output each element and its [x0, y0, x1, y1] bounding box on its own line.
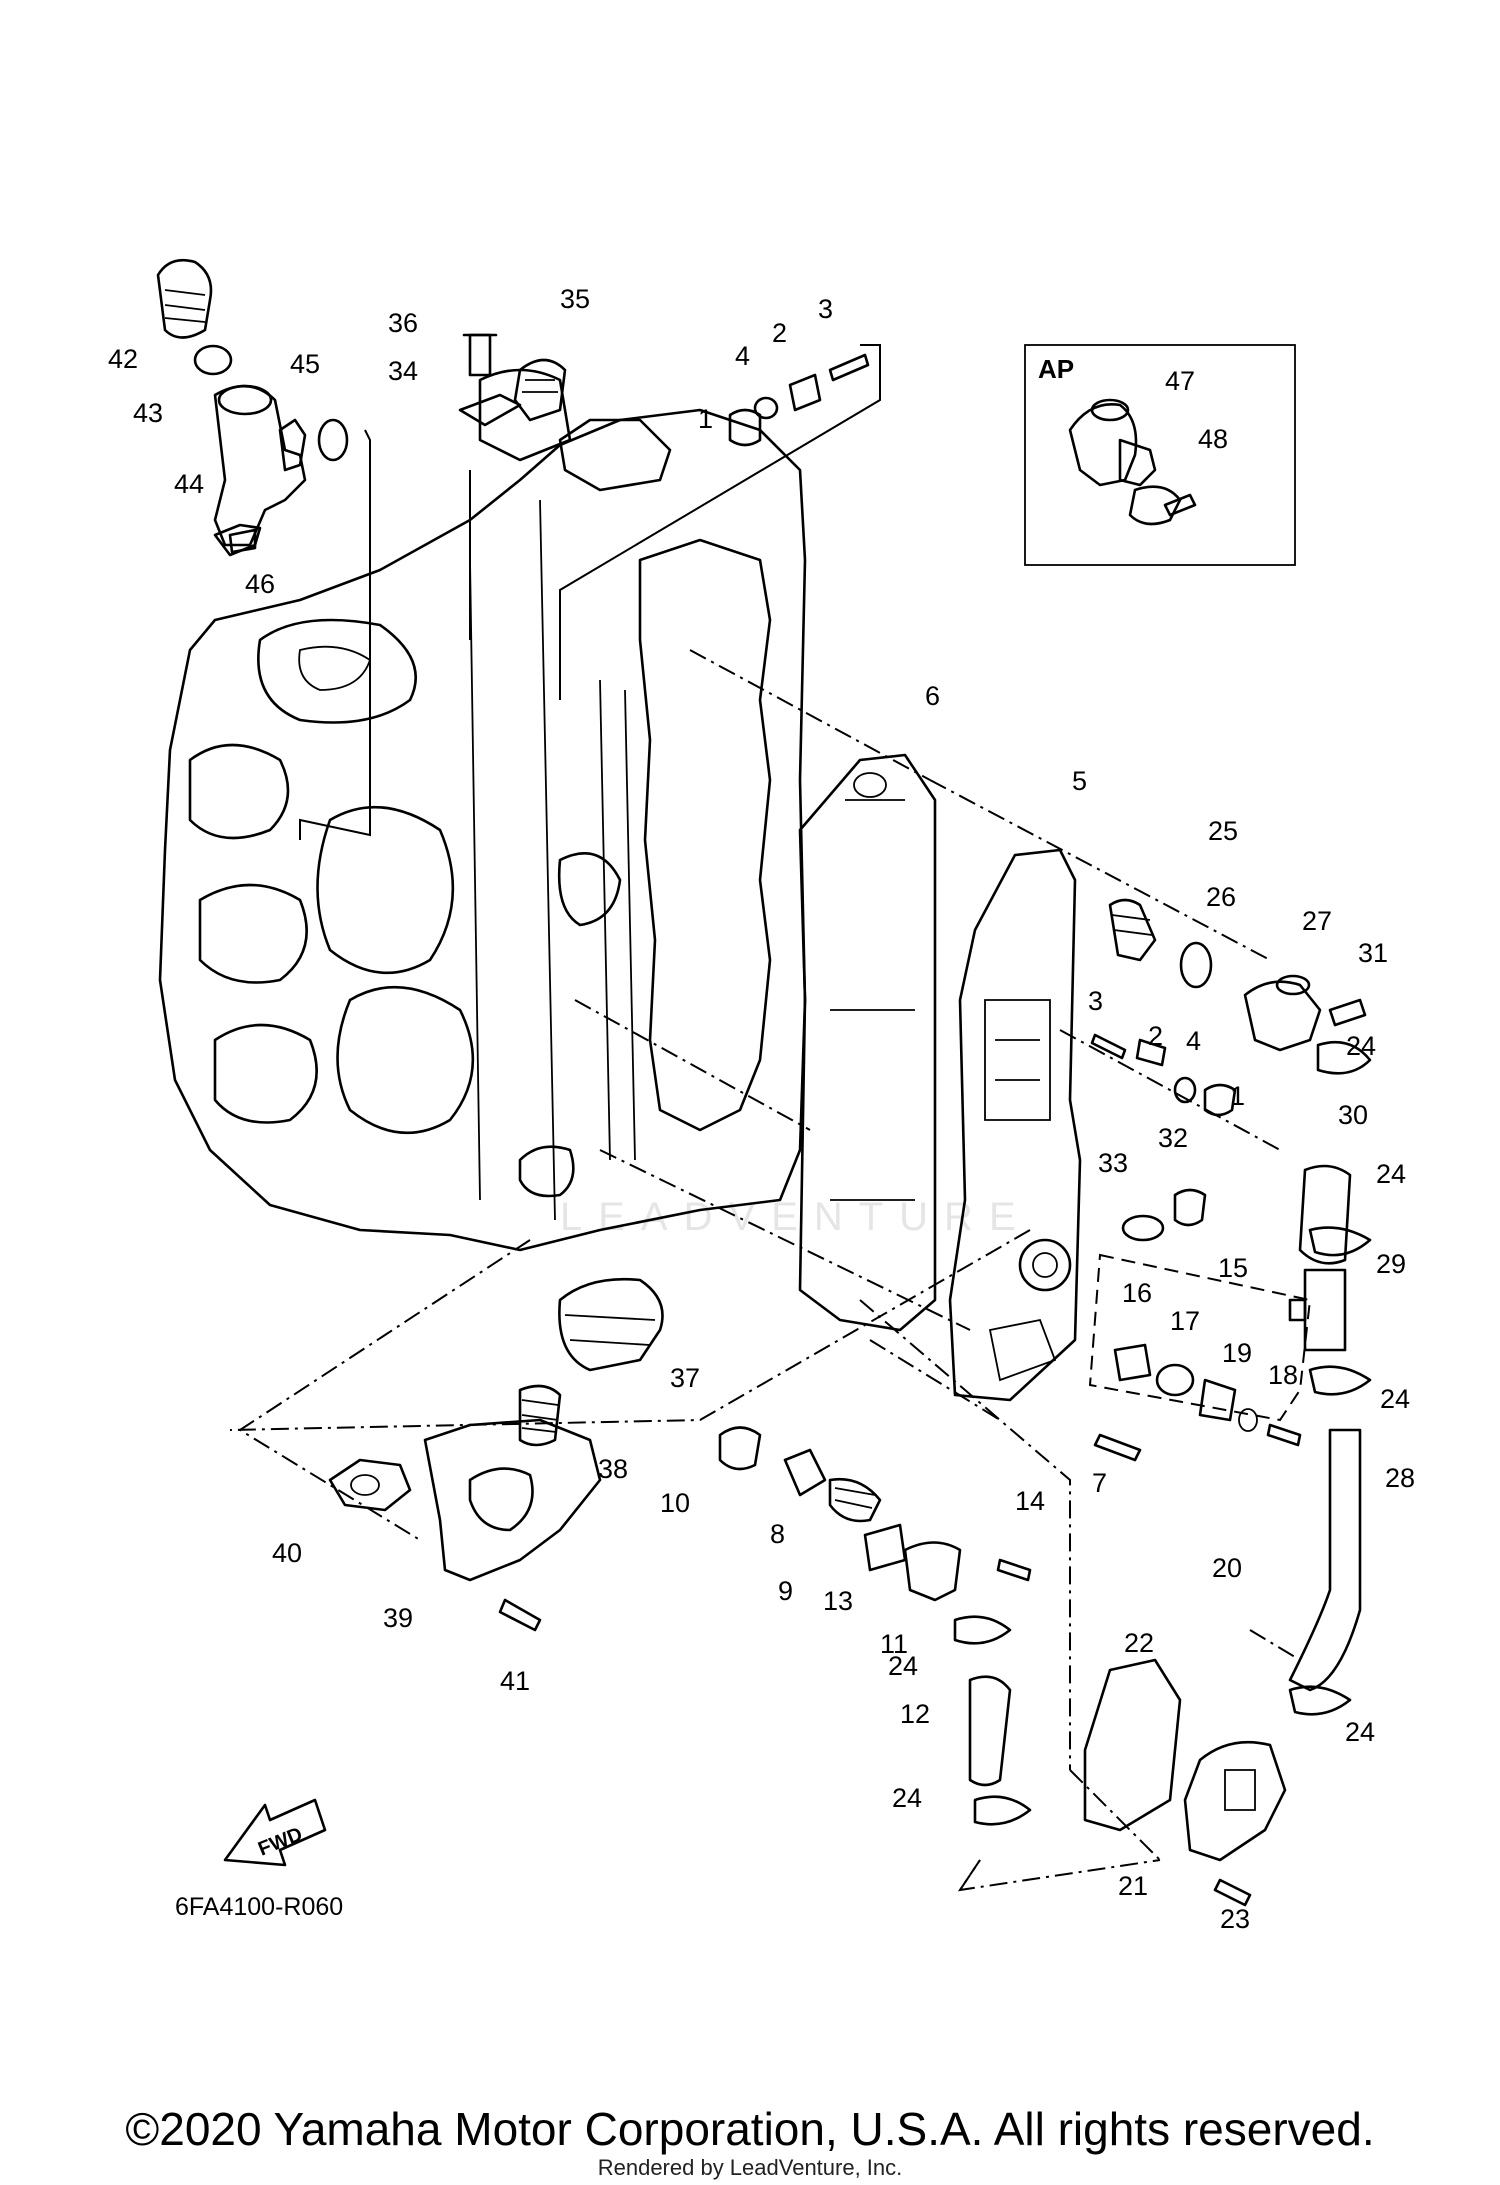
callout-15: 15 [1218, 1253, 1248, 1283]
hose-assembly-right [1288, 1040, 1372, 1716]
rendered-by-credit: Rendered by LeadVenture, Inc. [597, 2155, 903, 2180]
plug-assembly-top [728, 353, 870, 447]
callout-24-5: 24 [888, 1651, 918, 1681]
callout-24-1: 24 [1346, 1031, 1376, 1061]
callout-14: 14 [1015, 1486, 1045, 1516]
callout-42: 42 [108, 344, 138, 374]
callout-32: 32 [1158, 1123, 1188, 1153]
callout-21: 21 [1118, 1871, 1148, 1901]
callout-36: 36 [388, 308, 418, 338]
callout-48: 48 [1198, 424, 1228, 454]
callout-46: 46 [245, 569, 275, 599]
callout-24-4: 24 [1345, 1717, 1375, 1747]
callout-11: 11 [880, 1629, 908, 1659]
ap-inset: AP [1024, 344, 1296, 566]
callout-20: 20 [1212, 1553, 1242, 1583]
fitting-assembly-42-46 [156, 258, 349, 557]
thermostat-assembly [1108, 898, 1367, 1052]
callout-24-2: 24 [1376, 1159, 1406, 1189]
callout-26: 26 [1206, 882, 1236, 912]
callout-24-3: 24 [1380, 1384, 1410, 1414]
callout-29: 29 [1376, 1249, 1406, 1279]
callout-43: 43 [133, 398, 163, 428]
callout-27: 27 [1302, 906, 1332, 936]
gasket-6 [798, 753, 937, 1332]
lower-cover-assembly [1083, 1658, 1287, 1907]
callout-16: 16 [1122, 1278, 1152, 1308]
callout-3-1: 3 [818, 294, 833, 324]
callout-2-1: 2 [772, 318, 787, 348]
oil-filter-assembly [328, 1277, 664, 1632]
callout-28: 28 [1385, 1463, 1415, 1493]
callout-9: 9 [778, 1576, 793, 1606]
callout-38: 38 [598, 1454, 628, 1484]
callout-34: 34 [388, 356, 418, 386]
callout-30: 30 [1338, 1100, 1368, 1130]
callout-10: 10 [660, 1488, 690, 1518]
callout-35: 35 [560, 284, 590, 314]
callout-31: 31 [1358, 938, 1388, 968]
callout-13: 13 [823, 1586, 853, 1616]
callout-7: 7 [1092, 1468, 1107, 1498]
callout-45: 45 [290, 349, 320, 379]
callout-8: 8 [770, 1519, 785, 1549]
callout-22: 22 [1124, 1628, 1154, 1658]
callout-6: 6 [925, 681, 940, 711]
callout-1-1: 1 [698, 404, 713, 434]
callout-2-2: 2 [1148, 1021, 1163, 1051]
assembly-lines [229, 344, 1301, 1892]
callout-33: 33 [1098, 1148, 1128, 1178]
callout-12: 12 [900, 1699, 930, 1729]
valve-kit-15 [1088, 1253, 1312, 1447]
callout-1-2: 1 [1230, 1081, 1245, 1111]
callout-3-2: 3 [1088, 986, 1103, 1016]
callout-41: 41 [500, 1666, 530, 1696]
callout-24-6: 24 [892, 1783, 922, 1813]
plug-assembly-mid [1090, 1033, 1237, 1117]
cylinder-block [158, 368, 807, 1252]
callout-17: 17 [1170, 1306, 1200, 1336]
pressure-valve-assembly [718, 1426, 1142, 1826]
callout-44: 44 [174, 469, 204, 499]
callout-18: 18 [1268, 1360, 1298, 1390]
bracket-assembly-34-36 [458, 333, 567, 427]
callout-37: 37 [670, 1363, 700, 1393]
callout-5: 5 [1072, 766, 1087, 796]
ap-inset-label: AP [1038, 354, 1074, 384]
diagram-code: 6FA4100-R060 [175, 1893, 343, 1921]
copyright-notice: ©2020 Yamaha Motor Corporation, U.S.A. A… [125, 2103, 1375, 2155]
fwd-arrow: FWD [223, 1798, 327, 1867]
callout-4-2: 4 [1186, 1026, 1201, 1056]
callout-47: 47 [1165, 366, 1195, 396]
plug-32-washer-33 [1121, 1188, 1207, 1242]
watermark: LEADVENTURE [560, 1195, 1032, 1239]
callout-40: 40 [272, 1538, 302, 1568]
callout-39: 39 [383, 1603, 413, 1633]
callout-23: 23 [1220, 1904, 1250, 1934]
callout-labels: 1122334456789101112131415161718192021222… [108, 284, 1415, 1934]
callout-19: 19 [1222, 1338, 1252, 1368]
callout-4-1: 4 [735, 341, 750, 371]
callout-25: 25 [1208, 816, 1238, 846]
cover-5 [948, 848, 1082, 1402]
